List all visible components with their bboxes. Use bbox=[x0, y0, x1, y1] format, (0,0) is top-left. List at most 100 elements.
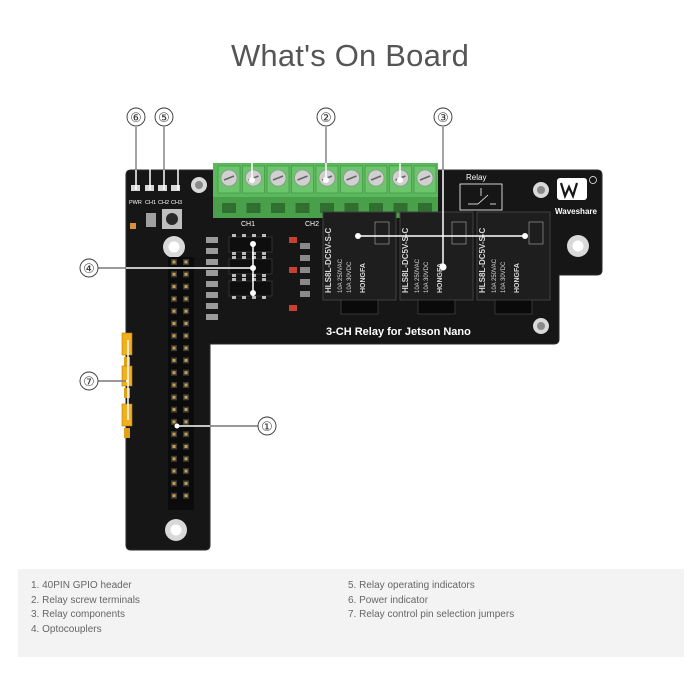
screw-slot bbox=[297, 175, 308, 181]
gpio-pin bbox=[184, 432, 188, 436]
gpio-pin bbox=[172, 395, 176, 399]
jumper-grip bbox=[124, 388, 130, 398]
relay-cert-mark bbox=[451, 221, 467, 245]
relay-rating: 10A 30VDC bbox=[424, 261, 430, 293]
gpio-pin bbox=[184, 334, 188, 338]
tactile-button bbox=[162, 209, 182, 229]
opto-pin bbox=[262, 296, 266, 299]
screw-slot bbox=[223, 175, 235, 181]
gpio-pin bbox=[172, 346, 176, 350]
opto-pin bbox=[262, 256, 266, 259]
gpio-pin bbox=[172, 408, 176, 412]
gpio-pin bbox=[184, 457, 188, 461]
gpio-pin bbox=[184, 420, 188, 424]
gpio-pin bbox=[172, 469, 176, 473]
wire-entry bbox=[418, 203, 432, 213]
relay-brand: HONGFA bbox=[514, 263, 521, 293]
legend-left-column: 1. 40PIN GPIO header 2. Relay screw term… bbox=[31, 579, 140, 637]
screw-slot bbox=[370, 175, 382, 181]
jumper-body bbox=[121, 332, 133, 356]
gpio-pin bbox=[184, 309, 188, 313]
gpio-pin bbox=[172, 260, 176, 264]
jumper-body bbox=[121, 365, 133, 387]
product-name: 3-CH Relay for Jetson Nano bbox=[326, 326, 471, 338]
mounting-hole-top-right bbox=[533, 182, 549, 198]
gpio-pin bbox=[184, 383, 188, 387]
jumper-body bbox=[121, 403, 133, 427]
smd-resistor bbox=[206, 314, 218, 320]
mounting-hole-top-left bbox=[191, 177, 207, 193]
callout-dots bbox=[174, 177, 528, 429]
smd-resistor bbox=[206, 237, 218, 243]
gpio-pin bbox=[172, 432, 176, 436]
callout-7: ⑦ bbox=[79, 371, 99, 391]
legend-right-column: 5. Relay operating indicators 6. Power i… bbox=[348, 579, 514, 623]
ch1-label: CH1 bbox=[241, 221, 255, 228]
relay-cert-mark bbox=[528, 221, 544, 245]
opto-pin bbox=[242, 252, 246, 255]
opto-pin bbox=[262, 234, 266, 237]
callout-7-number: ⑦ bbox=[83, 375, 95, 390]
logo-text: Waveshare bbox=[555, 207, 598, 216]
screw-slot bbox=[346, 175, 357, 181]
wire-entry bbox=[271, 203, 285, 213]
opto-pin bbox=[252, 296, 256, 299]
led-ch3-label: CH3 bbox=[171, 200, 182, 206]
legend-item: 1. 40PIN GPIO header bbox=[31, 580, 132, 591]
mounting-hole-bottom-left bbox=[165, 519, 187, 541]
opto-pin bbox=[232, 252, 236, 255]
relay-base bbox=[340, 299, 379, 315]
smd-resistor bbox=[206, 248, 218, 254]
relay-switch-icon bbox=[459, 183, 503, 211]
jumper-grip bbox=[124, 357, 130, 367]
jumper-cap bbox=[121, 332, 133, 367]
relay-operating-indicators bbox=[289, 237, 297, 311]
relay-base bbox=[494, 299, 533, 315]
led-ch1-label: CH1 bbox=[145, 200, 156, 206]
gpio-pin bbox=[172, 322, 176, 325]
relay-cert-mark bbox=[374, 221, 390, 245]
callout-4: ④ bbox=[79, 258, 99, 278]
callout-3-number: ③ bbox=[437, 111, 449, 126]
relay-rating: 10A 250VAC bbox=[492, 258, 498, 293]
gpio-pin bbox=[172, 297, 176, 301]
callout-5-number: ⑤ bbox=[158, 111, 170, 126]
gpio-pin bbox=[184, 481, 188, 485]
opto-pin bbox=[252, 278, 256, 281]
callout-6-number: ⑥ bbox=[130, 111, 142, 126]
callout-2-number: ② bbox=[320, 111, 332, 126]
gpio-pin bbox=[172, 420, 176, 424]
callout-1-number: ① bbox=[261, 420, 273, 435]
relay-model: HLS8L-DC5V-S-C bbox=[324, 227, 333, 293]
wire-entry bbox=[246, 203, 261, 213]
gpio-pin bbox=[184, 371, 188, 375]
opto-pin bbox=[252, 256, 256, 259]
smd-component bbox=[146, 213, 156, 227]
smd-resistor bbox=[206, 270, 218, 276]
wire-entry bbox=[344, 203, 359, 213]
relay-base bbox=[417, 299, 456, 315]
smd-resistor bbox=[206, 281, 218, 287]
callout-5: ⑤ bbox=[154, 107, 174, 127]
gpio-pin bbox=[184, 358, 188, 362]
pwr-label: PWR bbox=[129, 200, 142, 206]
opto-pin bbox=[232, 256, 236, 259]
gpio-pin bbox=[172, 272, 176, 276]
opto-pin bbox=[252, 252, 256, 255]
jumper-cap bbox=[121, 403, 133, 438]
gpio-header-40pin bbox=[168, 257, 194, 510]
callout-6: ⑥ bbox=[126, 107, 146, 127]
relay-rating: 10A 250VAC bbox=[415, 258, 421, 293]
relay-brand: HONGFA bbox=[360, 263, 367, 293]
waveshare-logo-icon bbox=[557, 176, 597, 200]
mounting-hole-bottom-right bbox=[533, 318, 549, 334]
smd-diode bbox=[300, 267, 310, 273]
opto-pin bbox=[242, 234, 246, 237]
gpio-pin bbox=[184, 297, 188, 301]
relay-rating: 10A 30VDC bbox=[347, 261, 353, 293]
callout-1: ① bbox=[257, 416, 277, 436]
wire-entry bbox=[295, 203, 310, 213]
